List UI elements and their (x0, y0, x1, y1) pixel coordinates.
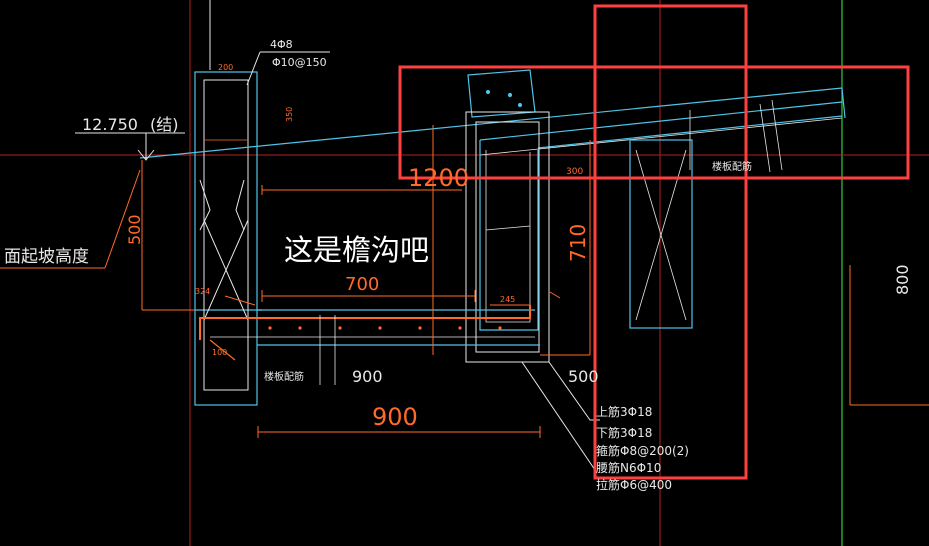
dim-350: 350 (285, 107, 294, 122)
highlight-box-horizontal (398, 65, 910, 180)
dim-300: 300 (566, 167, 583, 177)
sloped-roof-slab (139, 87, 846, 159)
dim-900-low: 900 (352, 367, 383, 386)
annotation-text: 这是檐沟吧 (284, 233, 429, 267)
dim-200: 200 (218, 63, 233, 72)
dim-1200: 1200 (408, 164, 469, 192)
left-column-rebar (199, 79, 249, 391)
elevation-value: 12.750 (82, 115, 138, 134)
dim-100: 100 (212, 348, 227, 357)
dim-710: 710 (566, 224, 590, 262)
dim-500-left: 500 (125, 214, 144, 245)
left-column (194, 71, 262, 406)
elevation-marker (0, 51, 330, 269)
dim-500-right: 500 (568, 367, 599, 386)
right-beam (629, 99, 783, 329)
dim-324: 324 (195, 287, 210, 296)
highlight-box-vertical (593, 4, 748, 480)
rebar-note-waist: 腰筋N6Φ10 (596, 460, 661, 475)
slope-label: 面起坡高度 (4, 247, 89, 267)
parapet-block (467, 69, 536, 118)
elevation-note: (结) (150, 115, 179, 134)
text-labels: 12.750 (结) 面起坡高度 4Φ8 Φ10@150 1200 700 90… (4, 38, 912, 492)
gutter-section (465, 111, 600, 471)
dim-245: 245 (500, 295, 515, 304)
top-rebar-spacing: Φ10@150 (272, 56, 327, 69)
dimension-lines (141, 125, 929, 438)
rebar-note-stirrup: 箍筋Φ8@200(2) (596, 443, 689, 458)
rebar-note-top: 上筋3Φ18 (596, 404, 652, 419)
slab-note-left: 楼板配筋 (264, 370, 304, 383)
slab-note-right: 楼板配筋 (712, 160, 752, 173)
slab-rebar-dots (268, 326, 502, 330)
rebar-note-bottom: 下筋3Φ18 (596, 425, 652, 440)
top-rebar-count: 4Φ8 (270, 38, 293, 51)
highlight-boxes (398, 4, 910, 480)
dim-700: 700 (345, 274, 379, 295)
dim-800: 800 (893, 264, 912, 295)
gutter-inner (479, 140, 539, 331)
rebar-note-tie: 拉筋Φ6@400 (596, 477, 672, 492)
lower-slab (199, 305, 540, 385)
dim-900-bottom: 900 (372, 403, 418, 431)
